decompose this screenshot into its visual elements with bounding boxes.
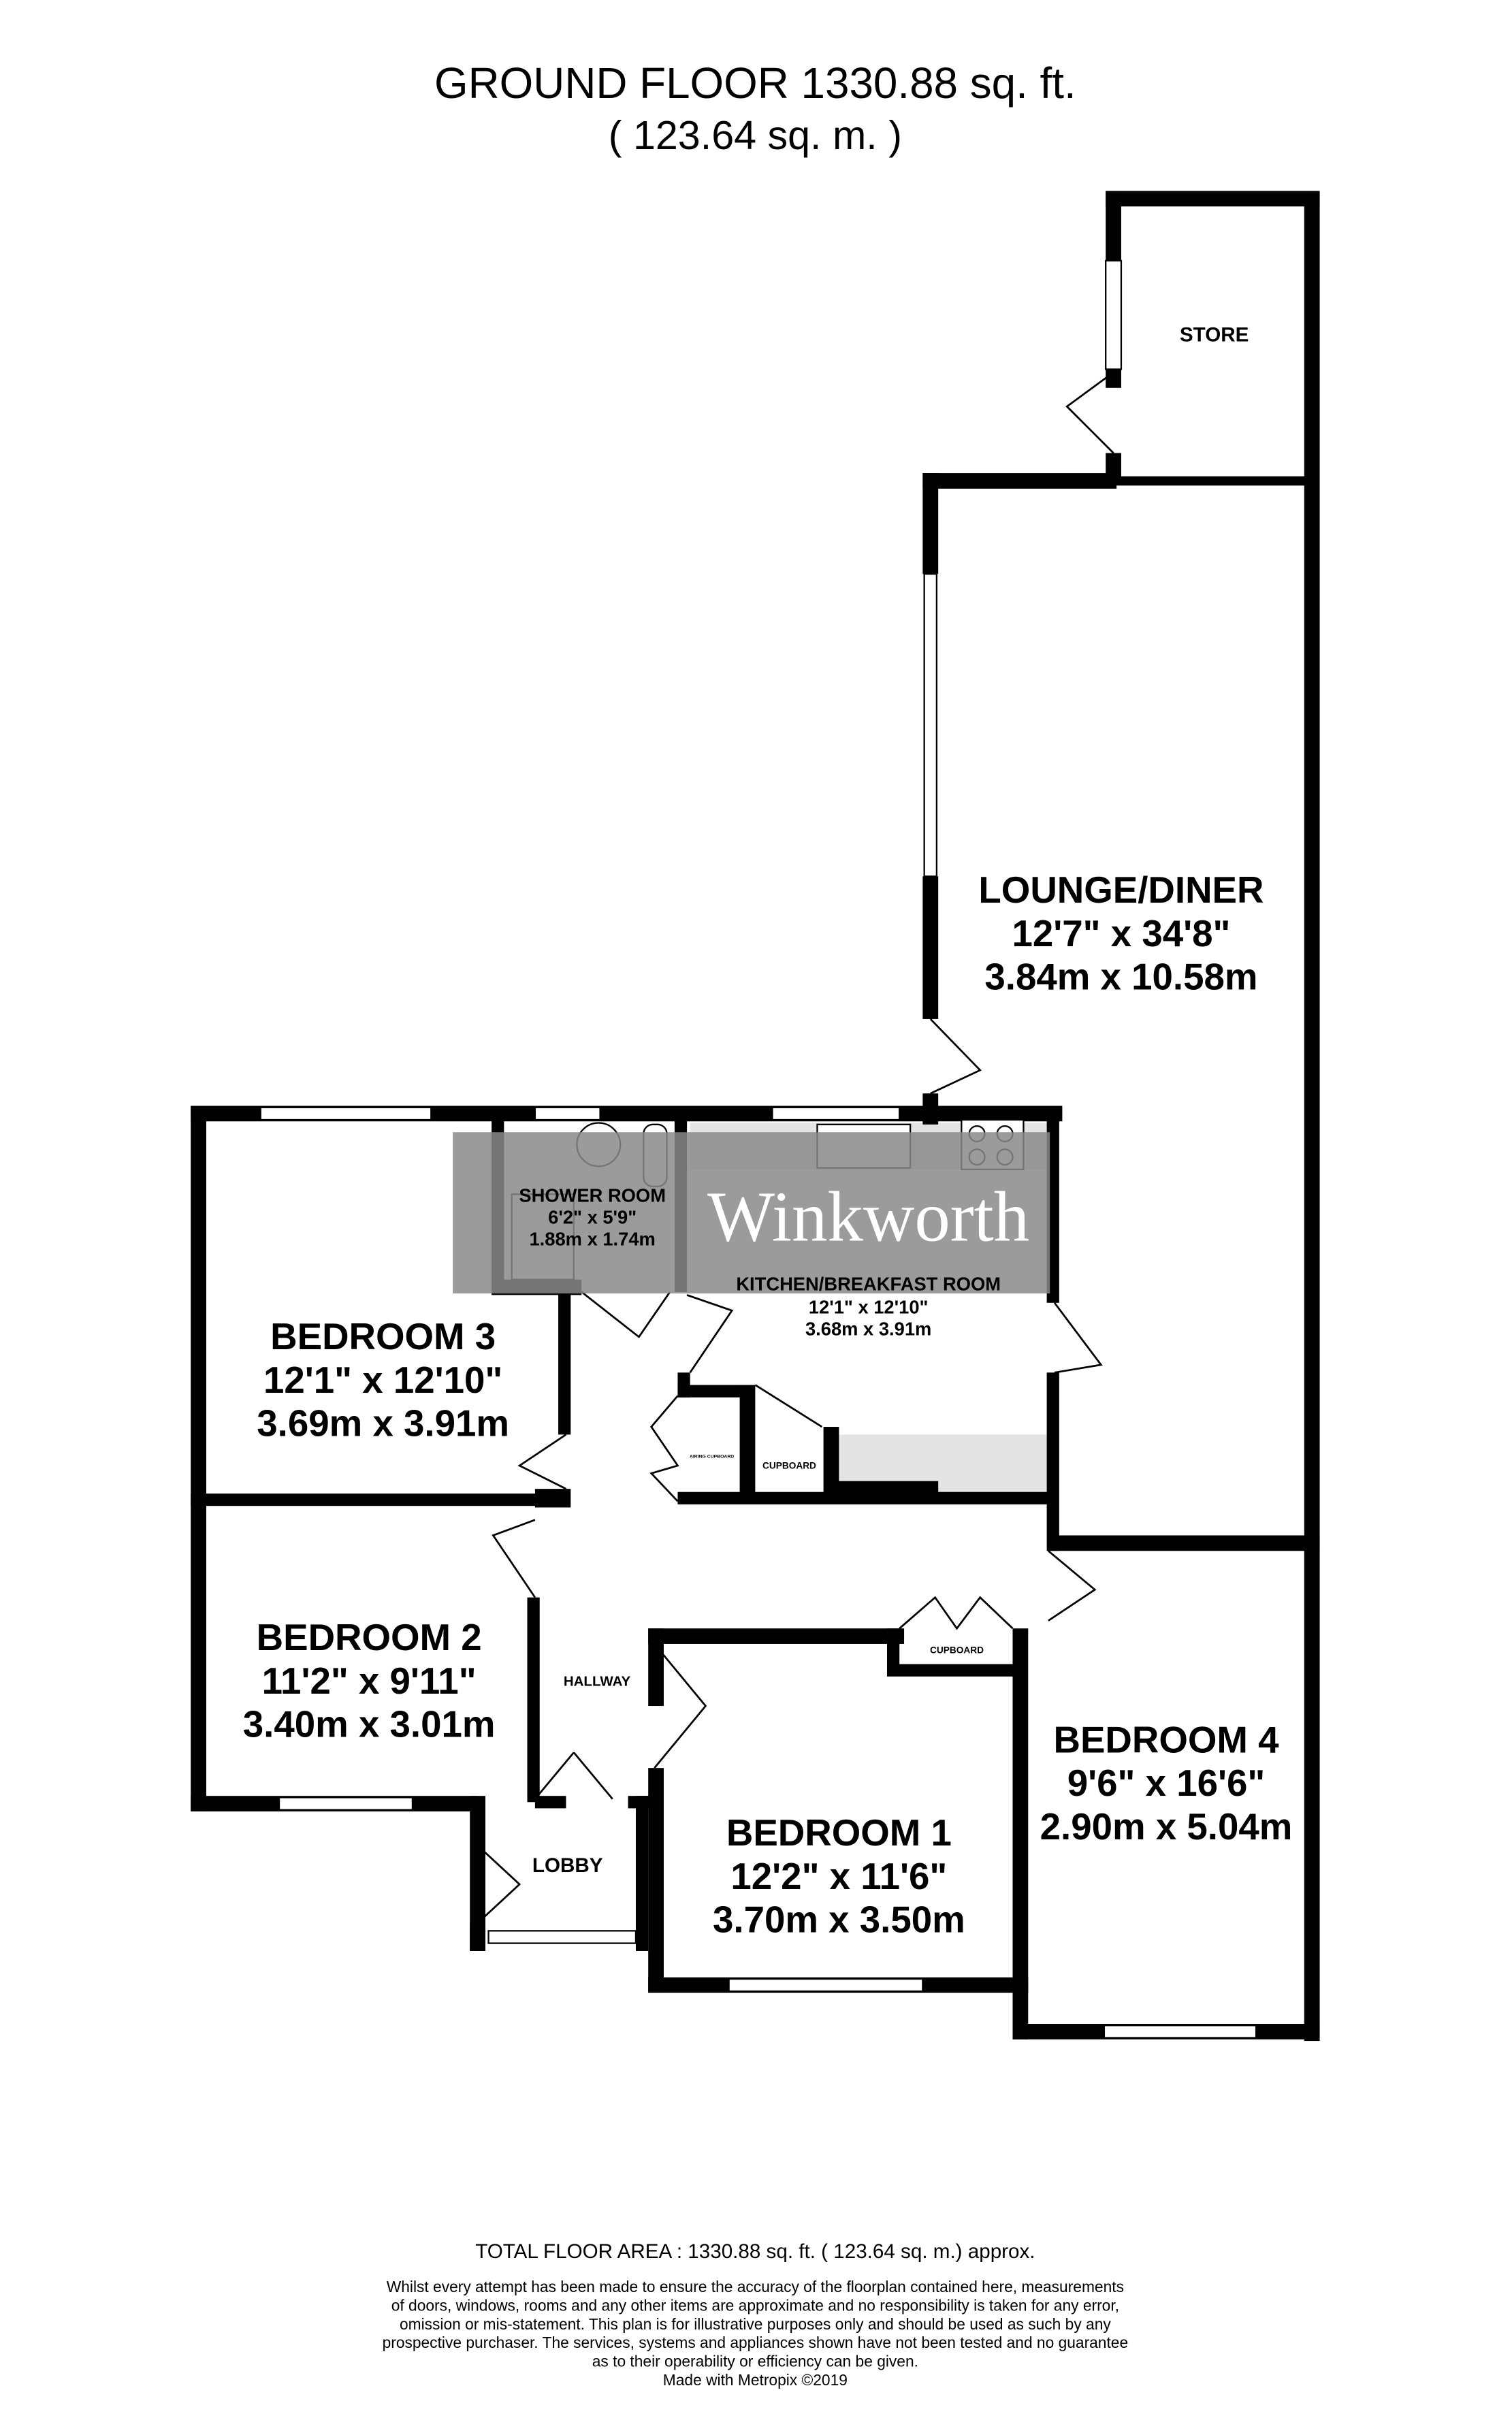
bedroom1-metric: 3.70m x 3.50m	[713, 1899, 965, 1941]
lounge-imperial: 12'7" x 34'8"	[1012, 913, 1230, 954]
room-labels: STORE LOUNGE/DINER 12'7" x 34'8" 3.84m x…	[243, 323, 1293, 1940]
floor-title: GROUND FLOOR 1330.88 sq. ft.	[434, 59, 1076, 108]
disclaimer-line: omission or mis-statement. This plan is …	[400, 2315, 1111, 2333]
shower-metric: 1.88m x 1.74m	[529, 1229, 655, 1250]
bedroom2-name: BEDROOM 2	[257, 1617, 482, 1658]
hallway-label: HALLWAY	[564, 1673, 631, 1689]
airing-cupboard-label: AIRING CUPBOARD	[690, 1455, 734, 1460]
floor-subtitle: ( 123.64 sq. m. )	[609, 112, 902, 158]
lobby-label: LOBBY	[532, 1854, 603, 1877]
kitchen-cupboard-label: CUPBOARD	[762, 1461, 816, 1471]
shower-name: SHOWER ROOM	[519, 1185, 666, 1206]
credit: Made with Metropix ©2019	[663, 2371, 848, 2389]
kitchen-name: KITCHEN/BREAKFAST ROOM	[736, 1274, 1001, 1295]
bedroom4-imperial: 9'6" x 16'6"	[1067, 1762, 1266, 1804]
disclaimer-line: of doors, windows, rooms and any other i…	[391, 2296, 1119, 2314]
bedroom4-metric: 2.90m x 5.04m	[1040, 1806, 1293, 1848]
disclaimer-line: Whilst every attempt has been made to en…	[387, 2278, 1124, 2295]
bedroom3-imperial: 12'1" x 12'10"	[263, 1359, 502, 1401]
bedroom2-imperial: 11'2" x 9'11"	[262, 1660, 477, 1702]
kitchen-metric: 3.68m x 3.91m	[805, 1319, 931, 1340]
bedroom1-imperial: 12'2" x 11'6"	[730, 1856, 947, 1897]
bedroom3-name: BEDROOM 3	[270, 1316, 496, 1357]
watermark-logo: Winkworth	[707, 1178, 1029, 1257]
footer: TOTAL FLOOR AREA : 1330.88 sq. ft. ( 123…	[383, 2240, 1129, 2389]
windows	[259, 259, 1257, 2039]
disclaimer-line: prospective purchaser. The services, sys…	[383, 2334, 1129, 2351]
shower-imperial: 6'2" x 5'9"	[548, 1207, 637, 1228]
total-floor-area: TOTAL FLOOR AREA : 1330.88 sq. ft. ( 123…	[475, 2240, 1035, 2263]
kitchen-imperial: 12'1" x 12'10"	[809, 1297, 929, 1318]
lounge-name: LOUNGE/DINER	[978, 869, 1264, 911]
bedroom1-name: BEDROOM 1	[726, 1812, 952, 1854]
watermark-band	[453, 1132, 1050, 1294]
store-label: STORE	[1180, 323, 1249, 346]
hall-cupboard-label: CUPBOARD	[930, 1645, 984, 1656]
bedroom3-metric: 3.69m x 3.91m	[257, 1403, 509, 1445]
lounge-metric: 3.84m x 10.58m	[984, 956, 1257, 998]
disclaimer-line: as to their operability or efficiency ca…	[592, 2352, 918, 2370]
bedroom2-metric: 3.40m x 3.01m	[243, 1704, 496, 1745]
doors	[477, 371, 1114, 1924]
bedroom4-name: BEDROOM 4	[1054, 1719, 1280, 1760]
